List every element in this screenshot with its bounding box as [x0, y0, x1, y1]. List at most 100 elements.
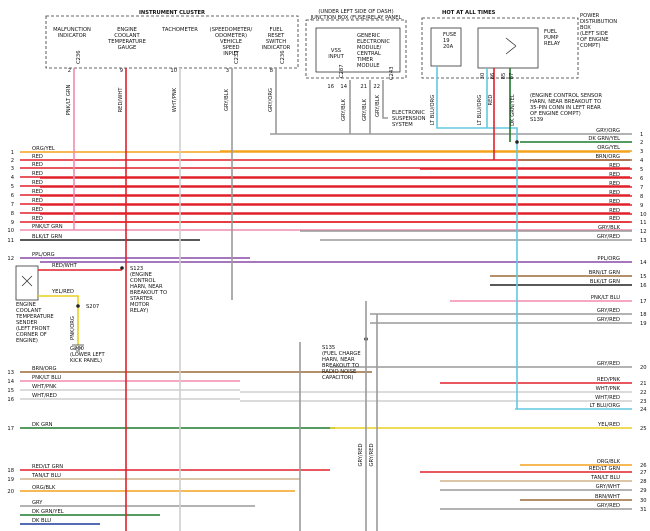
wire-label-left: ORG/YEL [32, 146, 55, 152]
wire-number-right: 28 [640, 479, 647, 485]
wire-number-right: 12 [640, 229, 647, 235]
wire-number-left: 12 [7, 256, 14, 262]
gem-pin-number: 21 [360, 84, 367, 90]
vss-input-label: VSS [331, 48, 341, 54]
cluster-item-label: ODOMETER) [215, 33, 247, 39]
wire-number-right: 29 [640, 488, 647, 494]
wire-number-right: 11 [640, 220, 647, 226]
sender-wire-label: YEL/RED [51, 289, 74, 295]
wire-number-right: 27 [640, 470, 647, 476]
splice-s139 [515, 140, 519, 144]
bottom-wire-label: GRY/RED [369, 443, 375, 466]
wire-number-left: 11 [7, 238, 14, 244]
s135-note: BREAKOUT TO [322, 363, 359, 369]
wire-number-right: 14 [640, 260, 647, 266]
pdb-pin-number: 30 [480, 73, 486, 80]
wire-number-left: 7 [11, 202, 14, 208]
wire-label-right: WHT/PNK [596, 386, 621, 392]
coolant-sender-box [15, 265, 39, 301]
wire-label-left: RED [32, 154, 43, 160]
wire-label-right: BRN/ORG [596, 154, 621, 160]
gem-pin-number: 16 [327, 84, 334, 90]
cluster-item-label: FUEL [270, 27, 283, 33]
wire-label-left: RED [32, 198, 43, 204]
wire-label-right: RED [609, 163, 620, 169]
fuse-label: 19 [443, 38, 450, 44]
wire-label-right: RED [609, 181, 620, 187]
sender-wire-yel-red [38, 295, 79, 345]
wire-number-right: 20 [640, 365, 647, 371]
coolant-sender-label: TEMPERATURE [15, 314, 54, 320]
pdb-title: OF ENGINE [580, 37, 609, 43]
wire-label-right: GRY/BLK [598, 225, 621, 231]
wire-number-right: 25 [640, 426, 647, 432]
wire-label-left: WHT/PNK [32, 384, 57, 390]
fuel-pump-relay-label: RELAY [544, 41, 561, 47]
wire-number-left: 6 [11, 193, 14, 199]
wire-number-right: 1 [640, 132, 643, 138]
wire-label-right: GRY/RED [597, 317, 620, 323]
wire-number-left: 2 [11, 158, 14, 164]
relay-switch-icon [505, 37, 517, 55]
wire-label-right: YEL/RED [597, 422, 620, 428]
wire-label-right: RED/PNK [597, 377, 621, 383]
gem-module-label: ELECTRONIC [357, 39, 390, 45]
junction-box-title: (UNDER LEFT SIDE OF DASH) [318, 9, 393, 15]
cluster-item-label: RESET [268, 33, 285, 39]
esp-note: ELECTRONIC [392, 110, 425, 116]
wire-label-left: PNK/LT GRN [32, 224, 63, 230]
wire-number-left: 18 [7, 468, 14, 474]
wire-label-left: GRY [32, 500, 43, 506]
wire-label-left: BRN/ORG [32, 366, 57, 372]
wire-label-left: WHT/RED [32, 393, 57, 399]
wire-label-right: WHT/RED [595, 395, 620, 401]
wire-number-right: 15 [640, 274, 647, 280]
gem-module-label: GENERIC [357, 33, 381, 39]
pdb-title: (LEFT SIDE [580, 31, 608, 37]
wire-label-right: PNK/LT BLU [591, 295, 620, 301]
pdb-title: COMPT) [580, 43, 601, 49]
s123-note: MOTOR [130, 302, 150, 308]
wire-label-right: ORG/YEL [597, 145, 620, 151]
wire-label-right: PPL/ORG [597, 256, 620, 262]
wire-number-right: 7 [640, 185, 643, 191]
wire-label-right: BRN/WHT [595, 494, 621, 500]
wire-number-right: 10 [640, 212, 647, 218]
wire-number-right: 21 [640, 381, 647, 387]
wire-number-right: 18 [640, 312, 647, 318]
g200-label: KICK PANEL) [70, 358, 102, 364]
wire-label-right: GRY/RED [597, 308, 620, 314]
cluster-item-label: MALFUNCTION [53, 27, 91, 33]
gem-wire-label: GRY/BLK [375, 94, 381, 117]
wire-label-left: PPL/ORG [32, 252, 55, 258]
wire-number-right: 8 [640, 194, 643, 200]
wire-label-right: GRY/RED [597, 234, 620, 240]
wire-number-left: 1 [11, 150, 14, 156]
cluster-item-label: GAUGE [118, 45, 137, 51]
wire-number-right: 22 [640, 390, 647, 396]
s135-note: HARN, NEAR [322, 357, 355, 363]
pdb-wire-label: LT BLU/ORG [430, 95, 436, 125]
wire-label-right: DK GRN/YEL [588, 136, 620, 142]
wire-number-left: 3 [11, 166, 14, 172]
wire-number-left: 5 [11, 184, 14, 190]
ecs-note: (ENGINE CONTROL SENSOR [530, 93, 602, 99]
instrument-cluster-box [45, 15, 299, 69]
wire-label-right: RED/LT GRN [589, 466, 620, 472]
vss-input-label: INPUT [328, 54, 344, 60]
wire-label-right: BLK/LT GRN [590, 279, 620, 285]
pdb-wire-label: DK GRN/YEL [510, 94, 516, 126]
wire-number-right: 17 [640, 299, 647, 305]
wire-number-right: 2 [640, 140, 643, 146]
cluster-item-label: SPEED [223, 45, 240, 51]
pdb-title: DISTRIBUTION [580, 19, 617, 25]
wire-number-left: 4 [11, 175, 15, 181]
s123-note: S123 [130, 266, 143, 272]
s135-note: S135 [322, 345, 335, 351]
cluster-item-label: VEHICLE [220, 39, 242, 45]
wire-label-right: GRY/WHT [596, 484, 621, 490]
wire-number-left: 8 [11, 211, 14, 217]
pdb-pin-number: 86 [490, 73, 496, 80]
cluster-item-label: COOLANT [114, 33, 140, 39]
s123-note: HARN, NEAR [130, 284, 163, 290]
